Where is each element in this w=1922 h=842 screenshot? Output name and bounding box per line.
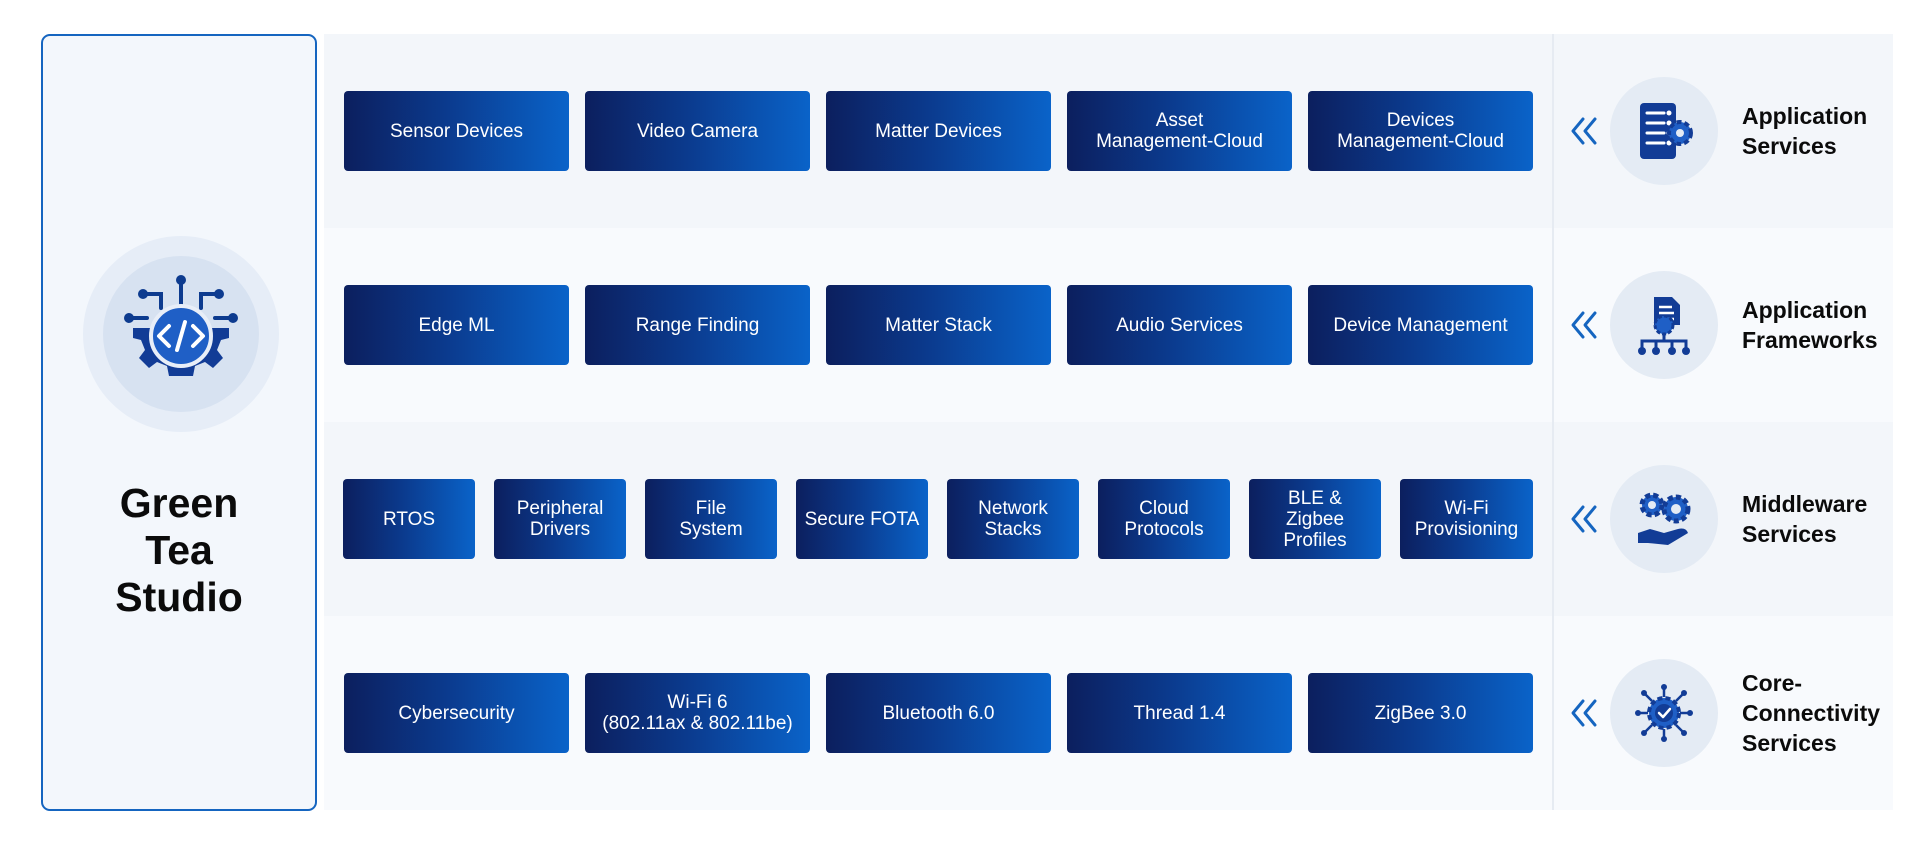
double-chevron-left-icon (1571, 117, 1597, 145)
studio-title: Green Tea Studio (115, 480, 243, 620)
box-wifi-provisioning: Wi-Fi Provisioning (1400, 479, 1533, 559)
box-devices-management-cloud: Devices Management-Cloud (1308, 91, 1533, 171)
layer-middleware-services: RTOS Peripheral Drivers File System Secu… (324, 422, 1893, 616)
box-ble-zigbee-profiles: BLE & Zigbee Profiles (1249, 479, 1381, 559)
box-range-finding: Range Finding (585, 285, 810, 365)
layer-application-frameworks: Edge ML Range Finding Matter Stack Audio… (324, 228, 1893, 422)
box-matter-stack: Matter Stack (826, 285, 1051, 365)
box-asset-management-cloud: Asset Management-Cloud (1067, 91, 1292, 171)
layer-label: Application Frameworks (1742, 297, 1878, 353)
box-rtos: RTOS (343, 479, 475, 559)
box-video-camera: Video Camera (585, 91, 810, 171)
document-network-icon (1610, 271, 1718, 379)
layer-label: Core- Connectivity Services (1742, 670, 1881, 756)
gears-hand-icon (1610, 465, 1718, 573)
layer-label: Middleware Services (1742, 491, 1868, 547)
double-chevron-left-icon (1571, 699, 1597, 727)
double-chevron-left-icon (1571, 505, 1597, 533)
box-zigbee-3: ZigBee 3.0 (1308, 673, 1533, 753)
layer-core-connectivity-services: Cybersecurity Wi-Fi 6 (802.11ax & 802.11… (324, 616, 1893, 810)
box-matter-devices: Matter Devices (826, 91, 1051, 171)
box-peripheral-drivers: Peripheral Drivers (494, 479, 626, 559)
server-gear-icon (1610, 77, 1718, 185)
code-gear-icon (124, 275, 238, 376)
box-bluetooth-6: Bluetooth 6.0 (826, 673, 1051, 753)
box-cloud-protocols: Cloud Protocols (1098, 479, 1230, 559)
studio-panel: Green Tea Studio (41, 34, 317, 811)
box-file-system: File System (645, 479, 777, 559)
circuit-check-icon (1610, 659, 1718, 767)
box-sensor-devices: Sensor Devices (344, 91, 569, 171)
box-secure-fota: Secure FOTA (796, 479, 928, 559)
box-device-management: Device Management (1308, 285, 1533, 365)
box-cybersecurity: Cybersecurity (344, 673, 569, 753)
box-audio-services: Audio Services (1067, 285, 1292, 365)
box-wifi-6: Wi-Fi 6 (802.11ax & 802.11be) (585, 673, 810, 753)
layer-label: Application Services (1742, 103, 1868, 159)
double-chevron-left-icon (1571, 311, 1597, 339)
box-edge-ml: Edge ML (344, 285, 569, 365)
layer-application-services: Sensor Devices Video Camera Matter Devic… (324, 34, 1893, 228)
box-network-stacks: Network Stacks (947, 479, 1079, 559)
studio-logo (83, 236, 279, 432)
box-thread-1-4: Thread 1.4 (1067, 673, 1292, 753)
